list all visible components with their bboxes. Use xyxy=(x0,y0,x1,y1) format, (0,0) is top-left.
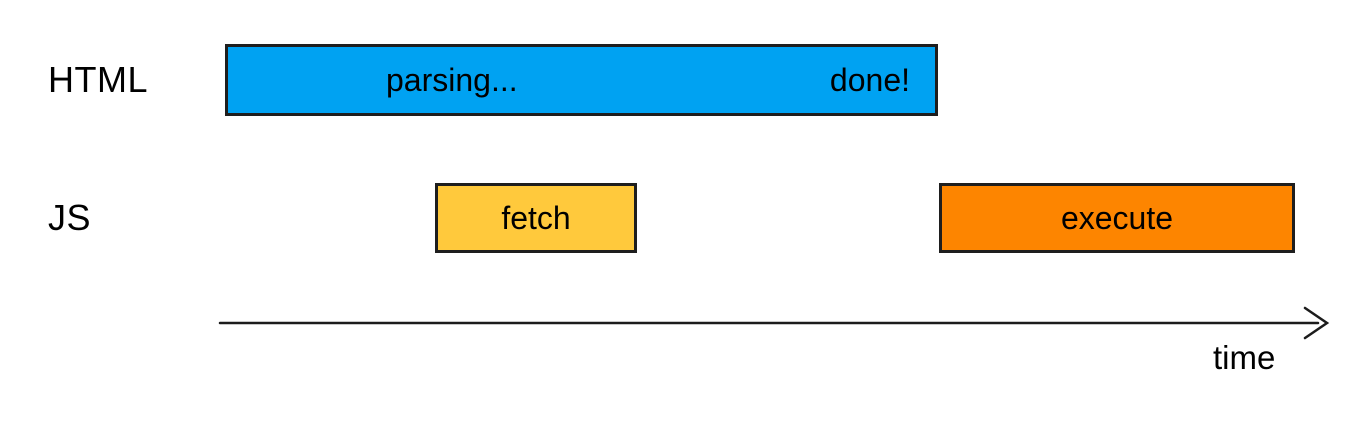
fetch-label: fetch xyxy=(501,199,571,236)
execute-label: execute xyxy=(1060,199,1174,236)
row-label-html: HTML xyxy=(48,59,148,100)
done-label: done! xyxy=(829,61,910,98)
time-axis-arrow xyxy=(218,306,1330,340)
row-label-js: JS xyxy=(48,197,92,238)
parsing-label: parsing... xyxy=(386,61,518,98)
arrowhead-icon xyxy=(1303,306,1330,340)
time-axis-label: time xyxy=(1213,339,1276,376)
js-execute-bar: execute xyxy=(939,183,1295,253)
html-parsing-bar: parsing... done! xyxy=(225,44,938,116)
js-fetch-bar: fetch xyxy=(435,183,637,253)
